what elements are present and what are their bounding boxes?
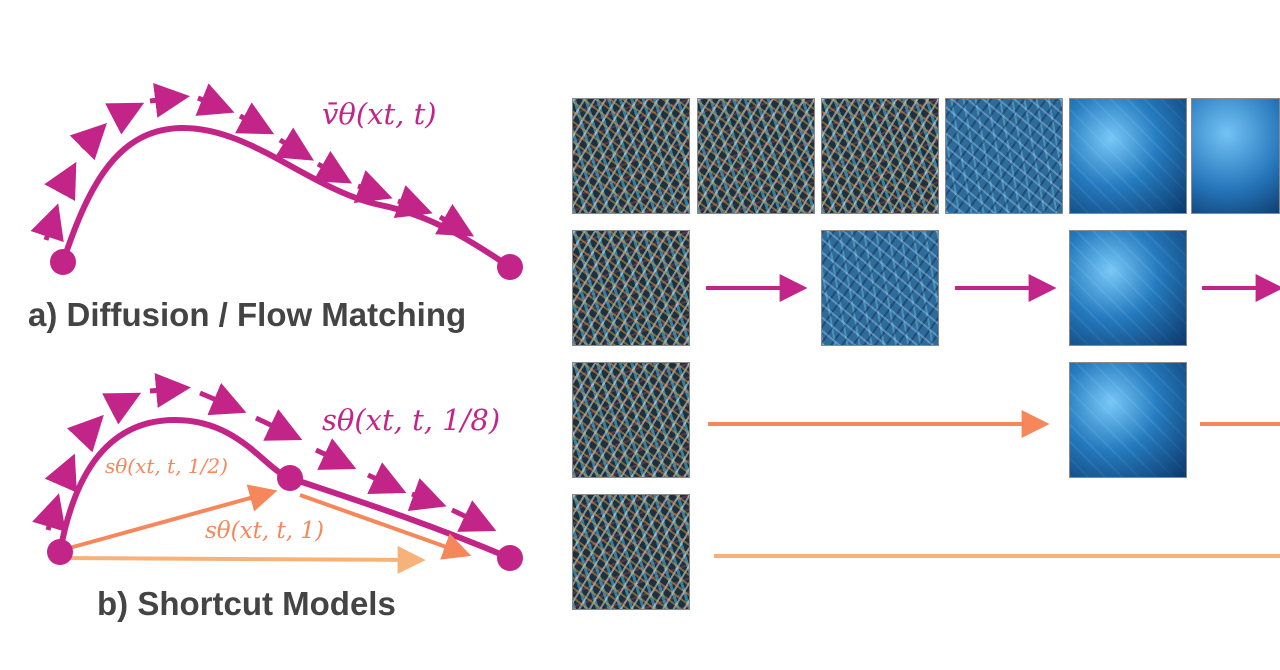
caption-diffusion-flow-matching: a) Diffusion / Flow Matching	[28, 296, 467, 333]
start-point-b	[47, 539, 73, 565]
end-point-b	[497, 545, 523, 571]
sample-image-noisy	[572, 362, 690, 478]
end-point-a	[497, 254, 523, 280]
shortcut-step-half-1	[61, 484, 278, 552]
sample-image-clean	[1069, 230, 1187, 346]
velocity-steps-b	[32, 373, 497, 532]
label-velocity-vbar: v̄θ(xt, t)	[322, 97, 437, 131]
label-shortcut-eighth: sθ(xt, t, 1/8)	[322, 403, 501, 437]
flow-curve-b	[57, 416, 513, 561]
sample-image-clean	[1069, 98, 1187, 214]
sample-image-noisy	[572, 494, 690, 610]
sample-image-clean	[1069, 362, 1187, 478]
sample-image-partial	[945, 98, 1063, 214]
label-shortcut-one: sθ(xt, t, 1)	[205, 518, 324, 544]
sample-image-clean	[1191, 98, 1280, 214]
velocity-steps-a	[30, 82, 475, 243]
label-shortcut-half: sθ(xt, t, 1/2)	[105, 454, 228, 478]
mid-point-b	[277, 465, 303, 491]
start-point-a	[50, 249, 76, 275]
panel-b	[32, 373, 523, 574]
shortcut-step-one	[61, 545, 426, 574]
sample-image-noisy	[572, 98, 690, 214]
flow-curve-a	[60, 124, 513, 270]
sample-image-noisy	[821, 98, 939, 214]
sample-image-noisy	[572, 230, 690, 346]
panel-a	[30, 82, 523, 280]
shortcut-step-half-2	[299, 493, 472, 560]
caption-shortcut-models: b) Shortcut Models	[97, 585, 396, 622]
sample-image-noisy	[697, 98, 815, 214]
sample-image-partial	[821, 230, 939, 346]
